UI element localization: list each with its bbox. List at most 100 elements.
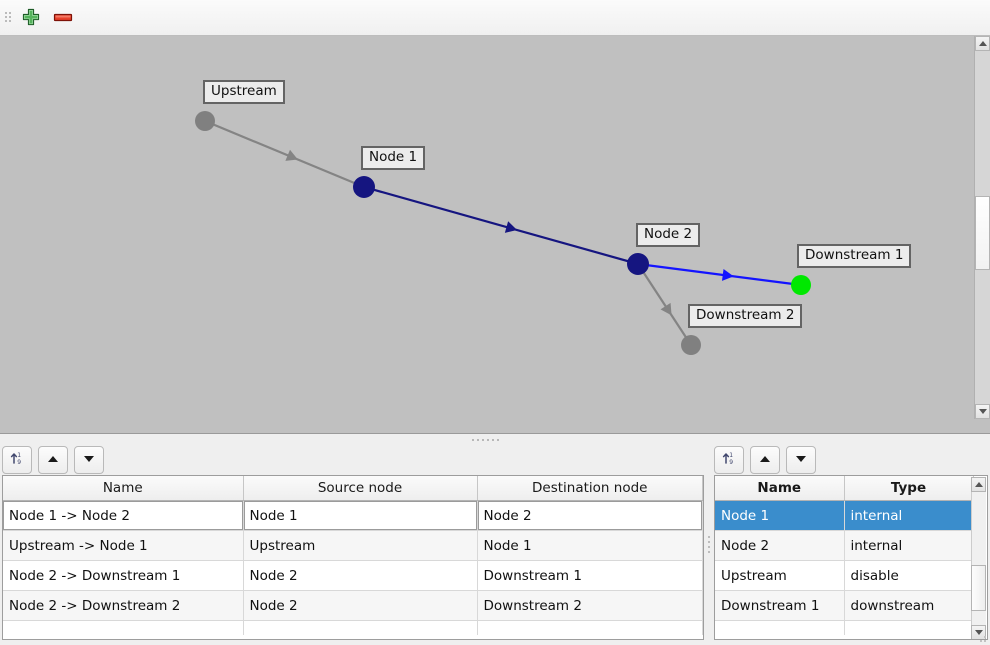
edges-move-down-button[interactable] — [74, 446, 104, 474]
graph-node-node1[interactable] — [353, 176, 375, 198]
nodes-scroll-thumb[interactable] — [971, 565, 986, 611]
column-header-source-node[interactable]: Source node — [243, 476, 478, 501]
cell-type: disable — [844, 560, 974, 591]
table-empty-row — [715, 620, 974, 635]
cell-name: Downstream 1 — [715, 590, 845, 621]
svg-text:9: 9 — [729, 459, 733, 466]
graph-edge[interactable] — [363, 185, 639, 266]
graph-node-label-downstream2[interactable]: Downstream 2 — [688, 304, 803, 328]
vertical-splitter[interactable] — [706, 444, 712, 645]
graph-node-node2[interactable] — [627, 253, 649, 275]
cell-type: downstream — [844, 590, 974, 621]
canvas-vscroll-thumb[interactable] — [975, 196, 990, 270]
cell-empty — [3, 620, 244, 635]
triangle-down-icon — [978, 409, 987, 414]
cell-source: Node 2 — [243, 560, 478, 591]
column-header-type[interactable]: Type — [844, 476, 974, 501]
nodes-scroll-up-button[interactable] — [971, 477, 986, 492]
sort-arrows-icon: 1 9 — [9, 450, 25, 470]
edges-move-up-button[interactable] — [38, 446, 68, 474]
table-empty-row — [3, 620, 703, 635]
graph-node-label-downstream1[interactable]: Downstream 1 — [797, 244, 912, 268]
cell-name: Node 2 — [715, 530, 845, 561]
nodes-toolbar: 1 9 — [714, 444, 816, 474]
main-toolbar — [0, 0, 990, 36]
column-header-destination-node[interactable]: Destination node — [477, 476, 703, 501]
edge-arrowhead — [285, 149, 298, 161]
svg-text:9: 9 — [17, 459, 21, 466]
sort-arrows-icon: 1 9 — [721, 450, 737, 470]
graph-edge[interactable] — [637, 263, 692, 346]
graph-edge[interactable] — [637, 262, 802, 287]
add-node-button[interactable] — [16, 5, 46, 33]
nodes-scroll-down-button[interactable] — [971, 625, 986, 639]
graph-edges — [204, 119, 802, 346]
column-header-name[interactable]: Name — [715, 476, 845, 501]
cell-type: internal — [844, 530, 974, 561]
edges-sort-button[interactable]: 1 9 — [2, 446, 32, 474]
nodes-sort-button[interactable]: 1 9 — [714, 446, 744, 474]
column-header-name[interactable]: Name — [3, 476, 244, 501]
cell-empty — [243, 620, 478, 635]
scroll-up-button[interactable] — [975, 36, 990, 51]
horizontal-splitter[interactable] — [0, 435, 990, 444]
cell-destination: Downstream 2 — [477, 590, 703, 621]
cell-name: Upstream -> Node 1 — [3, 530, 244, 561]
window-resize-grip[interactable] — [976, 632, 986, 642]
cell-empty — [715, 620, 845, 635]
triangle-up-icon — [46, 453, 60, 468]
graph-edge[interactable] — [204, 119, 365, 189]
cell-source: Node 2 — [243, 590, 478, 621]
graph-node-downstream2[interactable] — [681, 335, 701, 355]
cell-name: Node 1 -> Node 2 — [3, 500, 244, 531]
cell-source: Node 1 — [243, 500, 478, 531]
cell-type: internal — [844, 500, 974, 531]
graph-node-upstream[interactable] — [195, 111, 215, 131]
edge-arrowhead — [504, 221, 518, 233]
nodes-table-scrollbar[interactable] — [971, 477, 986, 639]
nodes-move-up-button[interactable] — [750, 446, 780, 474]
svg-text:1: 1 — [17, 452, 21, 459]
remove-node-button[interactable] — [48, 5, 78, 33]
graph-node-label-node1[interactable]: Node 1 — [361, 146, 426, 170]
nodes-move-down-button[interactable] — [786, 446, 816, 474]
triangle-down-icon — [794, 453, 808, 468]
triangle-down-icon — [974, 630, 983, 635]
green-plus-icon — [21, 7, 41, 31]
cell-name: Node 1 — [715, 500, 845, 531]
bottom-panel: 1 9 — [0, 444, 990, 645]
graph-node-downstream1[interactable] — [791, 275, 811, 295]
scroll-down-button[interactable] — [975, 404, 990, 419]
canvas-vertical-scrollbar[interactable] — [974, 36, 990, 419]
cell-destination: Node 2 — [477, 500, 703, 531]
cell-name: Node 2 -> Downstream 2 — [3, 590, 244, 621]
cell-source: Upstream — [243, 530, 478, 561]
edge-arrowhead — [721, 268, 734, 281]
vertical-splitter-grip — [708, 536, 710, 556]
graph-node-label-upstream[interactable]: Upstream — [203, 80, 285, 104]
triangle-up-icon — [974, 482, 983, 487]
toolbar-drag-handle[interactable] — [5, 10, 13, 26]
triangle-up-icon — [758, 453, 772, 468]
graph-node-label-node2[interactable]: Node 2 — [636, 223, 701, 247]
cell-destination: Node 1 — [477, 530, 703, 561]
triangle-down-icon — [82, 453, 96, 468]
